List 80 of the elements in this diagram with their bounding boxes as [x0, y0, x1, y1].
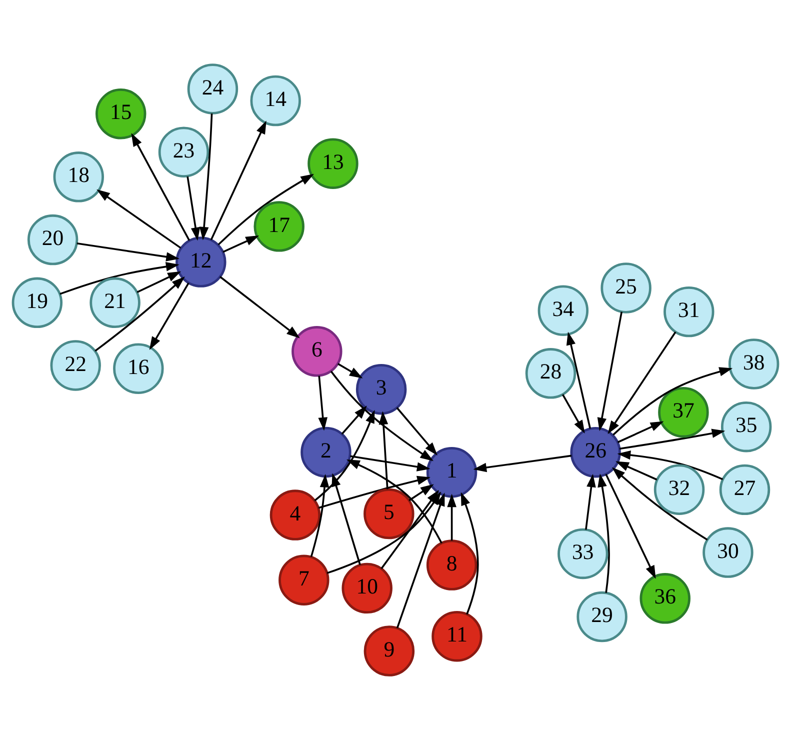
node-circle: 22 — [50, 340, 101, 390]
arrow — [447, 493, 456, 540]
node-circle: 27 — [719, 464, 770, 515]
node-circle: 5 — [364, 488, 414, 539]
arrow — [332, 472, 361, 565]
arrow — [131, 132, 190, 240]
node-circle: 7 — [278, 554, 330, 605]
arrow — [378, 410, 388, 489]
node-circle: 35 — [720, 400, 772, 452]
arrow — [612, 466, 708, 540]
arrow — [617, 420, 664, 443]
arrow — [473, 454, 572, 472]
node-circle: 2 — [300, 426, 352, 478]
node-circle: 10 — [342, 562, 392, 614]
arrow — [408, 484, 434, 501]
arrow — [210, 120, 266, 240]
node-circle: 17 — [254, 200, 304, 252]
arrow — [318, 475, 430, 508]
node-circle: 36 — [640, 572, 690, 624]
arrow — [460, 492, 479, 614]
arrow — [310, 474, 330, 557]
arrow — [220, 276, 300, 338]
node-circle: 13 — [308, 138, 358, 188]
arrow — [318, 375, 328, 430]
node-circle: 32 — [654, 464, 705, 514]
node-circle: 1 — [426, 446, 478, 498]
arrow — [617, 450, 724, 480]
arrow — [598, 473, 610, 592]
node-circle: 24 — [187, 63, 238, 114]
node-circle: 11 — [432, 610, 482, 662]
arrow — [94, 276, 185, 352]
arrow — [608, 330, 676, 434]
arrow — [341, 405, 367, 434]
arrow — [330, 370, 434, 461]
arrow — [612, 366, 733, 435]
node-circle: 30 — [702, 526, 754, 578]
node-circle: 33 — [558, 528, 608, 579]
node-circle: 26 — [570, 426, 621, 478]
node-circle: 38 — [728, 338, 780, 389]
node-circle: 34 — [538, 284, 589, 336]
arrow — [314, 409, 375, 501]
arrow — [566, 331, 592, 428]
arrow — [585, 473, 596, 530]
arrow — [616, 460, 658, 480]
node-circle: 29 — [576, 590, 628, 642]
node-circle: 20 — [27, 214, 78, 265]
node-circle: 23 — [158, 126, 210, 177]
arrow — [597, 311, 623, 431]
arrow — [562, 394, 585, 434]
node-circle: 21 — [90, 276, 140, 328]
arrow — [218, 173, 314, 245]
node-circle: 16 — [113, 342, 164, 394]
arrow — [396, 406, 438, 455]
arrow — [619, 428, 726, 450]
node-circle: 6 — [292, 326, 342, 376]
node-circle: 8 — [426, 539, 478, 590]
node-circle: 28 — [525, 348, 576, 398]
arrow — [199, 112, 213, 240]
node-circle: 12 — [176, 236, 226, 287]
arrow — [186, 176, 200, 240]
arrow — [96, 188, 182, 248]
node-circle: 18 — [53, 151, 104, 202]
node-circle: 4 — [270, 489, 321, 540]
arrow — [350, 454, 430, 471]
node-circle: 37 — [658, 386, 709, 438]
arrow — [76, 242, 180, 261]
arrow — [60, 262, 180, 294]
arrow — [222, 235, 260, 252]
arrow — [338, 362, 363, 378]
node-circle: 15 — [96, 88, 146, 139]
node-circle: 9 — [364, 625, 415, 676]
arrow — [380, 489, 439, 569]
arrow — [605, 473, 656, 578]
node-circle: 19 — [12, 276, 63, 328]
node-circle: 31 — [664, 286, 714, 337]
arrow — [149, 282, 190, 350]
node-circle: 25 — [600, 262, 652, 313]
node-circle: 14 — [250, 74, 301, 126]
arrow — [136, 270, 182, 292]
node-circle: 3 — [356, 363, 407, 414]
